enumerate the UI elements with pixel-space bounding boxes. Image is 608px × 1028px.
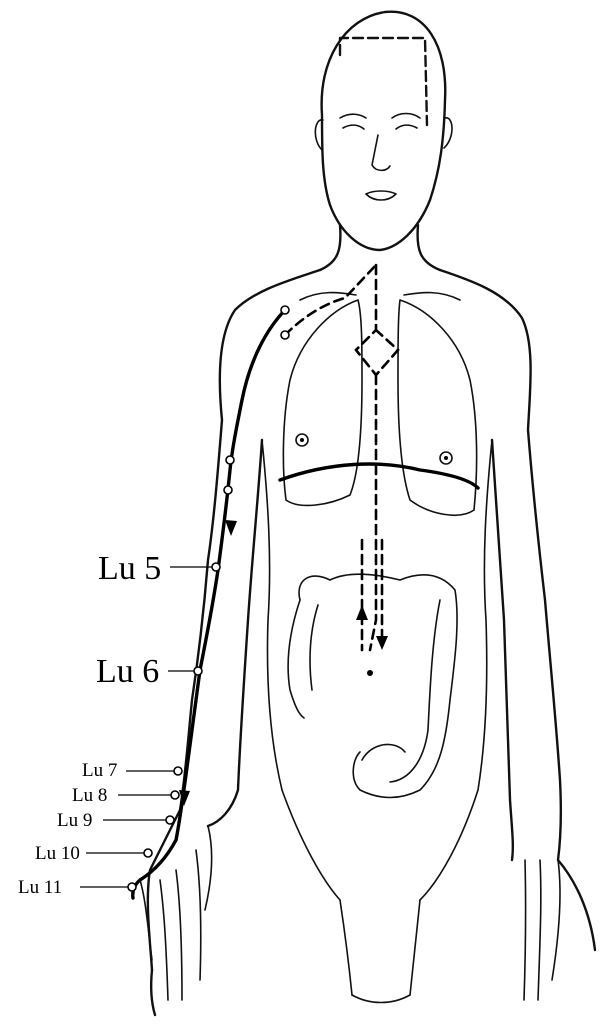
label-lu10: Lu 10 [35, 843, 80, 864]
label-lu5: Lu 5 [98, 550, 161, 587]
label-lu8: Lu 8 [72, 785, 107, 806]
torso [148, 225, 595, 1003]
acupoint-lu7 [174, 767, 182, 775]
label-lu9: Lu 9 [57, 810, 92, 831]
acupoint-lu9 [166, 816, 174, 824]
label-lu7: Lu 7 [82, 760, 117, 781]
acupoints [80, 563, 220, 891]
acupoint-lu10 [144, 849, 152, 857]
lung-meridian-line [133, 306, 289, 898]
acupoint-lu6 [194, 667, 202, 675]
label-lu6: Lu 6 [96, 653, 159, 690]
acupoint-labels: Lu 5 Lu 6 Lu 7 Lu 8 Lu 9 Lu 10 Lu 11 [18, 550, 161, 898]
internal-pathway [285, 265, 398, 676]
large-intestine [288, 574, 457, 797]
acupoint-lu8 [171, 791, 179, 799]
hands [140, 826, 560, 1015]
head [315, 12, 452, 250]
acupoint-lu11 [128, 883, 136, 891]
label-lu11: Lu 11 [18, 877, 62, 898]
acupoint-lu5 [212, 563, 220, 571]
